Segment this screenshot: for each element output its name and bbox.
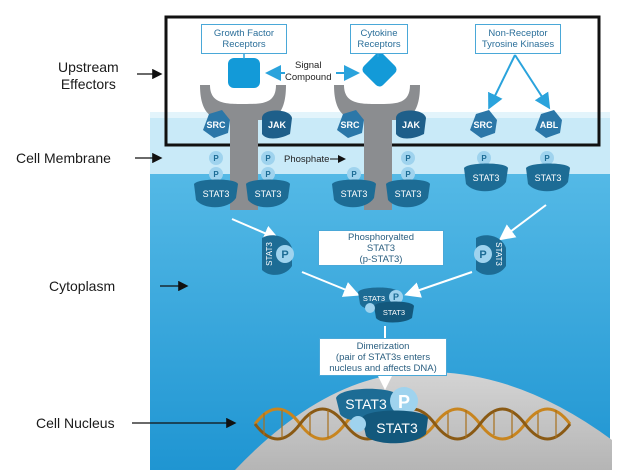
svg-text:STAT3: STAT3: [376, 420, 418, 436]
svg-text:STAT3: STAT3: [383, 308, 405, 317]
cytokine-receptors-box: Cytokine Receptors: [350, 24, 408, 54]
svg-text:P: P: [481, 154, 487, 163]
dimerization-box: Dimerization (pair of STAT3s enters nucl…: [319, 338, 447, 376]
cytokine-ligand: [362, 52, 397, 87]
svg-text:P: P: [405, 170, 411, 179]
svg-text:P: P: [351, 170, 357, 179]
p-stat3-left: STAT3 P: [262, 235, 294, 275]
phosphate-group: P P P P P P P P P: [209, 151, 554, 181]
kinase-label: SRC: [206, 120, 226, 130]
kinase-jak-2: JAK: [396, 110, 426, 139]
cytoplasm-label: Cytoplasm: [49, 278, 116, 294]
kinase-src-1: SRC: [203, 110, 230, 138]
p-stat3-right: STAT3 P: [474, 235, 506, 275]
upstream-effectors-label: Upstream Effectors: [58, 59, 119, 92]
svg-text:STAT3: STAT3: [363, 294, 385, 303]
svg-text:P: P: [393, 292, 399, 302]
svg-text:STAT3: STAT3: [535, 173, 562, 183]
non-receptor-tyrosine-kinases-box: Non-Receptor Tyrosine Kinases: [475, 24, 561, 54]
kinase-label: SRC: [340, 120, 360, 130]
svg-text:STAT3: STAT3: [395, 189, 422, 199]
kinase-label: ABL: [540, 120, 559, 130]
svg-text:P: P: [281, 249, 288, 261]
tk-arrow-left: [488, 54, 516, 110]
kinase-src-2: SRC: [337, 110, 364, 138]
stat3-membrane-group: STAT3 STAT3 STAT3 STAT3 STAT3 STAT3: [194, 163, 570, 208]
svg-text:STAT3: STAT3: [473, 173, 500, 183]
stat3-dimer-nucleus: STAT3 P STAT3: [336, 387, 428, 444]
svg-text:STAT3: STAT3: [265, 242, 274, 266]
kinase-src-3: SRC: [470, 110, 497, 138]
svg-text:P: P: [398, 392, 410, 412]
svg-text:P: P: [213, 170, 219, 179]
kinase-jak-1: JAK: [262, 110, 292, 139]
svg-text:P: P: [479, 249, 486, 261]
svg-text:P: P: [213, 154, 219, 163]
kinase-label: SRC: [473, 120, 493, 130]
svg-text:P: P: [265, 170, 271, 179]
svg-text:STAT3: STAT3: [494, 242, 503, 266]
kinase-label: JAK: [268, 120, 287, 130]
svg-text:STAT3: STAT3: [203, 189, 230, 199]
phosphate-label: Phosphate: [284, 154, 329, 165]
svg-text:STAT3: STAT3: [341, 189, 368, 199]
kinase-abl: ABL: [535, 110, 562, 138]
tk-arrow-right: [514, 54, 551, 110]
cell-membrane-label: Cell Membrane: [16, 150, 111, 166]
svg-text:STAT3: STAT3: [345, 396, 387, 412]
stat3-dimer: STAT3 P STAT3: [358, 287, 414, 323]
growth-factor-ligand: [228, 58, 260, 88]
cell-nucleus-label: Cell Nucleus: [36, 415, 115, 431]
svg-text:STAT3: STAT3: [255, 189, 282, 199]
growth-factor-receptors-box: Growth Factor Receptors: [201, 24, 287, 54]
svg-text:P: P: [405, 154, 411, 163]
signal-compound-label: Signal Compound: [285, 60, 332, 83]
svg-text:P: P: [544, 154, 550, 163]
svg-text:P: P: [265, 154, 271, 163]
kinase-label: JAK: [402, 120, 421, 130]
phosphorylated-stat3-box: Phosphoryalted STAT3 (p-STAT3): [318, 230, 444, 266]
